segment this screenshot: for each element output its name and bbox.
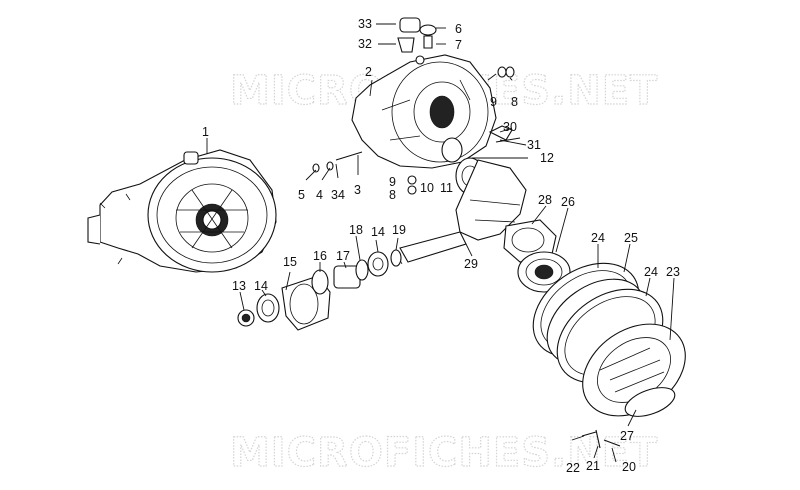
part-housing-cover — [351, 54, 497, 169]
callout-2: 2 — [365, 65, 372, 79]
callout-28: 28 — [538, 193, 552, 207]
callout-24-bottom: 24 — [644, 265, 658, 279]
callout-32: 32 — [358, 37, 372, 51]
callout-labels: 1 2 3 4 5 6 7 8 8 9 9 10 11 12 13 14 14 … — [202, 17, 680, 475]
callout-17: 17 — [336, 249, 350, 263]
callout-13: 13 — [232, 279, 246, 293]
callout-1: 1 — [202, 125, 209, 139]
callout-9-right: 9 — [490, 95, 497, 109]
leader-lines — [206, 23, 675, 463]
callout-10: 10 — [420, 181, 434, 195]
callout-24-top: 24 — [591, 231, 605, 245]
watermark-bottom: MICROFICHES.NET — [230, 430, 658, 476]
callout-25: 25 — [624, 231, 638, 245]
callout-23: 23 — [666, 265, 680, 279]
callout-14-right: 14 — [371, 225, 385, 239]
callout-26: 26 — [561, 195, 575, 209]
callout-6: 6 — [455, 22, 462, 36]
part-ring-gear — [582, 323, 686, 417]
callout-30: 30 — [503, 120, 517, 134]
callout-19: 19 — [392, 223, 406, 237]
part-breather-cap — [397, 17, 437, 53]
callout-14-left: 14 — [254, 279, 268, 293]
callout-20: 20 — [622, 460, 636, 474]
callout-7: 7 — [455, 38, 462, 52]
part-pins — [581, 429, 621, 449]
callout-16: 16 — [313, 249, 327, 263]
callout-27: 27 — [620, 429, 634, 443]
callout-15: 15 — [283, 255, 297, 269]
callout-8-right: 8 — [511, 95, 518, 109]
callout-21: 21 — [586, 459, 600, 473]
callout-34: 34 — [331, 188, 345, 202]
callout-12: 12 — [540, 151, 554, 165]
callout-11: 11 — [440, 181, 453, 195]
callout-33: 33 — [358, 17, 372, 31]
part-small-fasteners — [312, 66, 521, 195]
callout-3: 3 — [354, 183, 361, 197]
callout-22: 22 — [566, 461, 580, 475]
callout-8-left: 8 — [389, 188, 396, 202]
part-final-drive-housing — [87, 149, 277, 273]
callout-31: 31 — [527, 138, 541, 152]
callout-4: 4 — [316, 188, 323, 202]
callout-9-left: 9 — [389, 175, 396, 189]
callout-18: 18 — [349, 223, 363, 237]
callout-5: 5 — [298, 188, 305, 202]
part-bearing-and-crown-gear — [395, 137, 527, 265]
callout-29: 29 — [464, 257, 478, 271]
